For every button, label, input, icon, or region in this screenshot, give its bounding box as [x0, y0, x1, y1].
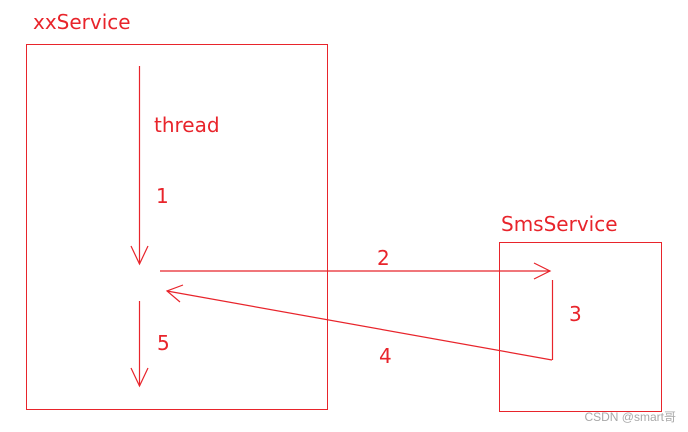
step1-arrow [130, 66, 149, 266]
step1-label: 1 [156, 184, 169, 208]
step5-label: 5 [157, 331, 170, 355]
xxservice-box [26, 44, 328, 410]
step5-arrow [130, 301, 149, 388]
step2-label: 2 [377, 246, 390, 270]
step3-label: 3 [569, 302, 582, 326]
smsservice-box [499, 242, 662, 412]
step4-label: 4 [379, 344, 392, 368]
smsservice-title: SmsService [501, 212, 618, 236]
step2-arrow [160, 262, 552, 280]
watermark: CSDN @smart哥 [584, 410, 676, 424]
xxservice-title: xxService [33, 10, 131, 34]
thread-label: thread [154, 113, 220, 137]
step4-arrow [165, 284, 553, 361]
